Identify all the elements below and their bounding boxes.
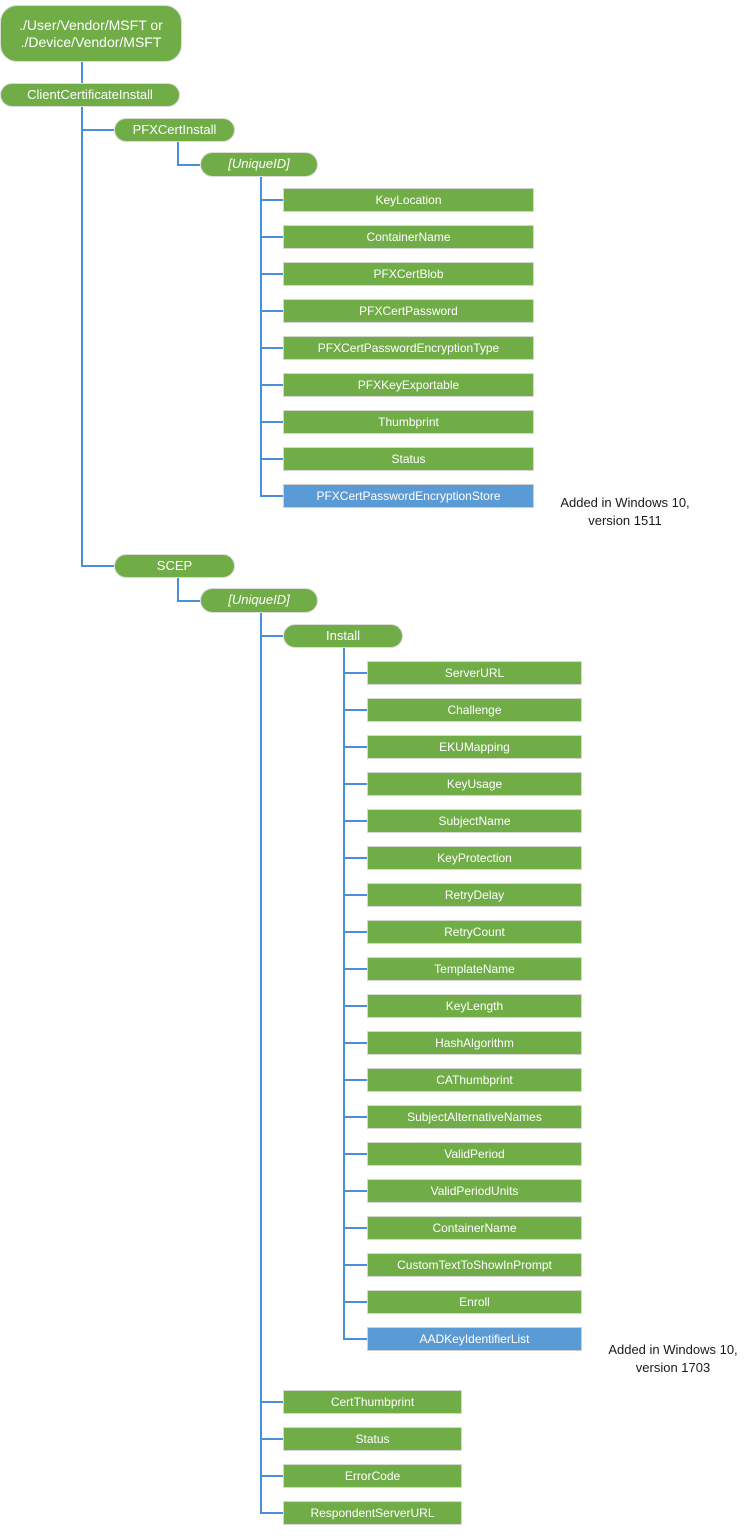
leaf-retry-delay[interactable]: RetryDelay	[367, 883, 582, 907]
leaf-custom-text-to-show-in-prompt[interactable]: CustomTextToShowInPrompt	[367, 1253, 582, 1277]
annotation-scep-added-in: Added in Windows 10, version 1703	[608, 1342, 738, 1375]
connector-to-pfx-uniqueid	[177, 164, 200, 166]
connector-to-valid-period-units	[343, 1190, 367, 1192]
root-node[interactable]: ./User/Vendor/MSFT or ./Device/Vendor/MS…	[0, 5, 182, 62]
connector-to-cert-thumbprint-leaf	[260, 1401, 283, 1403]
connector-to-template-name	[343, 968, 367, 970]
connector-to-ekumapping	[343, 746, 367, 748]
connector-root-to-level1	[81, 62, 83, 83]
connector-to-thumbprint	[260, 421, 283, 423]
connector-to-error-code-leaf	[260, 1475, 283, 1477]
connector-scep-trunk	[177, 578, 179, 600]
connector-pfx-uniqueid-trunk	[260, 177, 262, 496]
connector-to-pfxcert-password-encryption-store	[260, 495, 283, 497]
connector-to-install	[260, 635, 283, 637]
connector-to-pfxcertinstall	[81, 129, 114, 131]
leaf-cert-thumbprint-result[interactable]: CertThumbprint	[283, 1390, 462, 1414]
connector-to-container-name	[260, 236, 283, 238]
connector-to-respondent-server-url-leaf	[260, 1512, 283, 1514]
leaf-ekumapping[interactable]: EKUMapping	[367, 735, 582, 759]
connector-to-cathumbprint	[343, 1079, 367, 1081]
leaf-hash-algorithm[interactable]: HashAlgorithm	[367, 1031, 582, 1055]
connector-to-challenge	[343, 709, 367, 711]
leaf-container-name[interactable]: ContainerName	[283, 225, 534, 249]
connector-level1-trunk	[81, 107, 83, 566]
connector-to-pfxcert-blob	[260, 273, 283, 275]
leaf-valid-period-units[interactable]: ValidPeriodUnits	[367, 1179, 582, 1203]
connector-to-valid-period	[343, 1153, 367, 1155]
leaf-pfxkey-exportable[interactable]: PFXKeyExportable	[283, 373, 534, 397]
connector-to-pfxkey-exportable	[260, 384, 283, 386]
connector-to-container-name	[343, 1227, 367, 1229]
leaf-cathumbprint[interactable]: CAThumbprint	[367, 1068, 582, 1092]
leaf-error-code-result[interactable]: ErrorCode	[283, 1464, 462, 1488]
connector-to-custom-text-to-show-in-prompt	[343, 1264, 367, 1266]
leaf-pfxcert-blob[interactable]: PFXCertBlob	[283, 262, 534, 286]
connector-install-trunk	[343, 648, 345, 1339]
leaf-challenge[interactable]: Challenge	[367, 698, 582, 722]
connector-to-aadkey-identifier-list	[343, 1338, 367, 1340]
leaf-aadkey-identifier-list[interactable]: AADKeyIdentifierList	[367, 1327, 582, 1351]
connector-to-status-leaf	[260, 1438, 283, 1440]
connector-to-scep	[81, 565, 114, 567]
leaf-key-length[interactable]: KeyLength	[367, 994, 582, 1018]
connector-pfx-trunk	[177, 142, 179, 164]
node-pfx-uniqueid[interactable]: [UniqueID]	[200, 152, 318, 177]
leaf-pfxcert-password-encryption-store[interactable]: PFXCertPasswordEncryptionStore	[283, 484, 534, 508]
node-client-certificate-install[interactable]: ClientCertificateInstall	[0, 83, 180, 107]
connector-to-enroll	[343, 1301, 367, 1303]
connector-to-subject-name	[343, 820, 367, 822]
leaf-container-name[interactable]: ContainerName	[367, 1216, 582, 1240]
leaf-status-result[interactable]: Status	[283, 1427, 462, 1451]
connector-to-subject-alternative-names	[343, 1116, 367, 1118]
connector-to-hash-algorithm	[343, 1042, 367, 1044]
connector-to-pfxcert-password-encryption-type	[260, 347, 283, 349]
connector-to-status	[260, 458, 283, 460]
connector-to-scep-uniqueid	[177, 600, 200, 602]
leaf-pfxcert-password[interactable]: PFXCertPassword	[283, 299, 534, 323]
node-install[interactable]: Install	[283, 624, 403, 648]
leaf-key-protection[interactable]: KeyProtection	[367, 846, 582, 870]
leaf-valid-period[interactable]: ValidPeriod	[367, 1142, 582, 1166]
leaf-subject-name[interactable]: SubjectName	[367, 809, 582, 833]
annotation-pfx-added-in: Added in Windows 10, version 1511	[560, 495, 690, 528]
connector-to-key-usage	[343, 783, 367, 785]
connector-to-retry-delay	[343, 894, 367, 896]
leaf-key-location[interactable]: KeyLocation	[283, 188, 534, 212]
leaf-server-url[interactable]: ServerURL	[367, 661, 582, 685]
connector-to-key-location	[260, 199, 283, 201]
connector-to-retry-count	[343, 931, 367, 933]
leaf-thumbprint[interactable]: Thumbprint	[283, 410, 534, 434]
leaf-status[interactable]: Status	[283, 447, 534, 471]
leaf-template-name[interactable]: TemplateName	[367, 957, 582, 981]
connector-to-key-protection	[343, 857, 367, 859]
leaf-respondent-server-url-result[interactable]: RespondentServerURL	[283, 1501, 462, 1525]
leaf-pfxcert-password-encryption-type[interactable]: PFXCertPasswordEncryptionType	[283, 336, 534, 360]
leaf-subject-alternative-names[interactable]: SubjectAlternativeNames	[367, 1105, 582, 1129]
node-pfx-cert-install[interactable]: PFXCertInstall	[114, 118, 235, 142]
node-scep[interactable]: SCEP	[114, 554, 235, 578]
connector-to-pfxcert-password	[260, 310, 283, 312]
node-scep-uniqueid[interactable]: [UniqueID]	[200, 588, 318, 613]
leaf-retry-count[interactable]: RetryCount	[367, 920, 582, 944]
leaf-enroll[interactable]: Enroll	[367, 1290, 582, 1314]
connector-to-key-length	[343, 1005, 367, 1007]
leaf-key-usage[interactable]: KeyUsage	[367, 772, 582, 796]
connector-scep-uniqueid-trunk	[260, 613, 262, 1513]
connector-to-server-url	[343, 672, 367, 674]
